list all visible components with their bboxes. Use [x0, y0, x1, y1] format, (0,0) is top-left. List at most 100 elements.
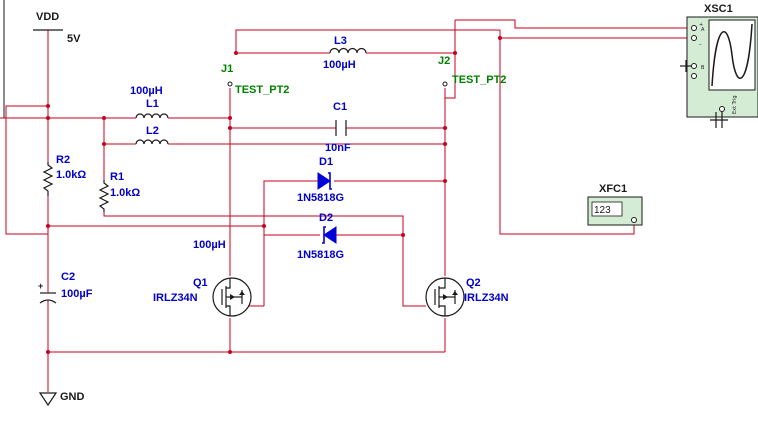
junction	[401, 233, 405, 237]
junction	[443, 179, 447, 183]
junction	[228, 116, 232, 120]
osc-terminal-b-plus[interactable]	[691, 63, 697, 69]
d2-cathode-bar	[322, 226, 326, 244]
osc-terminal-a-minus[interactable]	[691, 35, 697, 41]
inductor-l1-coil	[135, 113, 169, 119]
c2-plus: +	[38, 281, 43, 291]
vdd-value: 5V	[67, 33, 81, 45]
osc-minus-label: _	[698, 39, 702, 45]
junction	[453, 51, 457, 55]
q1-value: IRLZ34N	[153, 292, 198, 304]
junction	[102, 142, 106, 146]
j1-pin	[227, 81, 233, 87]
counter-terminal[interactable]	[631, 217, 637, 223]
d1-cathode-bar	[328, 172, 332, 190]
gnd-label: GND	[60, 391, 85, 403]
wire-j2-up	[445, 20, 456, 99]
r1-value: 1.0kΩ	[110, 187, 140, 199]
q2-ref: Q2	[466, 277, 481, 289]
vdd-symbol[interactable]: VDD 5V	[33, 11, 81, 45]
osc-terminal-ext-trig[interactable]	[719, 106, 725, 112]
q2-value: IRLZ34N	[464, 292, 509, 304]
resistor-r2[interactable]: R2 1.0kΩ	[42, 154, 86, 196]
q1-diode	[239, 291, 245, 295]
resistor-r2-body	[42, 162, 54, 196]
junction	[46, 224, 50, 228]
junction	[46, 350, 50, 354]
test-point-j1[interactable]: J1 TEST_PT2	[221, 63, 289, 96]
d2-triangle	[323, 226, 337, 244]
resistor-r1-body	[98, 180, 110, 212]
wire-l2-in	[103, 118, 136, 145]
j2-ref: J2	[438, 55, 450, 67]
q1-body	[212, 277, 252, 317]
q1-arrow	[230, 294, 235, 300]
junction	[102, 116, 106, 120]
resistor-r1[interactable]: R1 1.0kΩ	[98, 171, 140, 212]
osc-waveform	[711, 23, 753, 87]
osc-plus-label: +	[699, 22, 703, 28]
l2-value: 100µH	[193, 239, 226, 251]
l1-ref: L1	[146, 98, 159, 110]
c1-value: 10nF	[325, 142, 351, 154]
l3-value: 100µH	[323, 59, 356, 71]
r2-value: 1.0kΩ	[56, 169, 86, 181]
mosfet-q2[interactable]: Q2 IRLZ34N	[425, 277, 509, 317]
l3-ref: L3	[334, 35, 347, 47]
capacitor-c2[interactable]: + C2 100µF	[38, 271, 93, 318]
test-point-j2[interactable]: J2 TEST_PT2	[438, 55, 506, 87]
counter-display	[591, 201, 623, 217]
vdd-label: VDD	[36, 11, 59, 23]
j2-value: TEST_PT2	[452, 74, 506, 86]
wire-ground-bus	[47, 318, 445, 353]
junction	[234, 51, 238, 55]
inductor-l1[interactable]: 100µH L1	[130, 85, 169, 119]
junction	[46, 104, 50, 108]
capacitor-c1[interactable]: C1 10nF	[325, 101, 351, 154]
c2-value: 100µF	[61, 288, 93, 300]
junction	[228, 126, 232, 130]
inductor-l2[interactable]: L2 100µH	[135, 125, 226, 251]
q1-ref: Q1	[193, 277, 208, 289]
inductor-l2-coil	[135, 139, 169, 145]
wire-osc-a2	[499, 30, 693, 39]
diode-d2[interactable]: D2 1N5818G	[297, 212, 344, 261]
d1-value: 1N5818G	[297, 192, 344, 204]
ground-symbol[interactable]: GND	[38, 391, 85, 407]
q2-source	[439, 305, 446, 316]
junction	[443, 142, 447, 146]
osc-ext-trig-label: Ext Trig	[732, 95, 738, 114]
q1-source	[226, 305, 231, 316]
osc-ref: XSC1	[704, 3, 733, 15]
wire-osc-a	[455, 19, 693, 29]
q1-drain	[226, 278, 231, 289]
counter-ref: XFC1	[599, 183, 627, 195]
wire-d2-in	[48, 225, 320, 236]
junctions	[46, 36, 502, 354]
d1-triangle	[317, 172, 331, 190]
osc-ch-b-label: B	[701, 65, 705, 71]
j1-value: TEST_PT2	[235, 84, 289, 96]
diode-d1[interactable]: D1 1N5818G	[297, 156, 344, 204]
wire-left-loop	[5, 105, 49, 280]
counter-display-text: 123	[594, 205, 611, 216]
d1-ref: D1	[319, 156, 333, 168]
junction	[498, 36, 502, 40]
osc-terminal-b-minus[interactable]	[691, 73, 697, 79]
wire-r1-gate-q2	[103, 212, 426, 307]
l2-ref: L2	[146, 125, 159, 137]
q2-drain	[439, 278, 446, 289]
wire-l3-top	[235, 29, 500, 53]
frequency-counter-xfc1[interactable]: XFC1 123	[587, 183, 643, 226]
osc-terminal-a-plus[interactable]	[691, 25, 697, 31]
mosfet-q1[interactable]: Q1 IRLZ34N	[153, 277, 252, 317]
oscilloscope-xsc1[interactable]: XSC1 A B + _ Ext Trig	[680, 3, 758, 128]
q2-diode	[452, 291, 458, 295]
inductor-l3[interactable]: L3 100µH	[323, 35, 367, 71]
d2-ref: D2	[319, 212, 333, 224]
junction	[46, 116, 50, 120]
j1-ref: J1	[221, 63, 233, 75]
junction	[228, 350, 232, 354]
